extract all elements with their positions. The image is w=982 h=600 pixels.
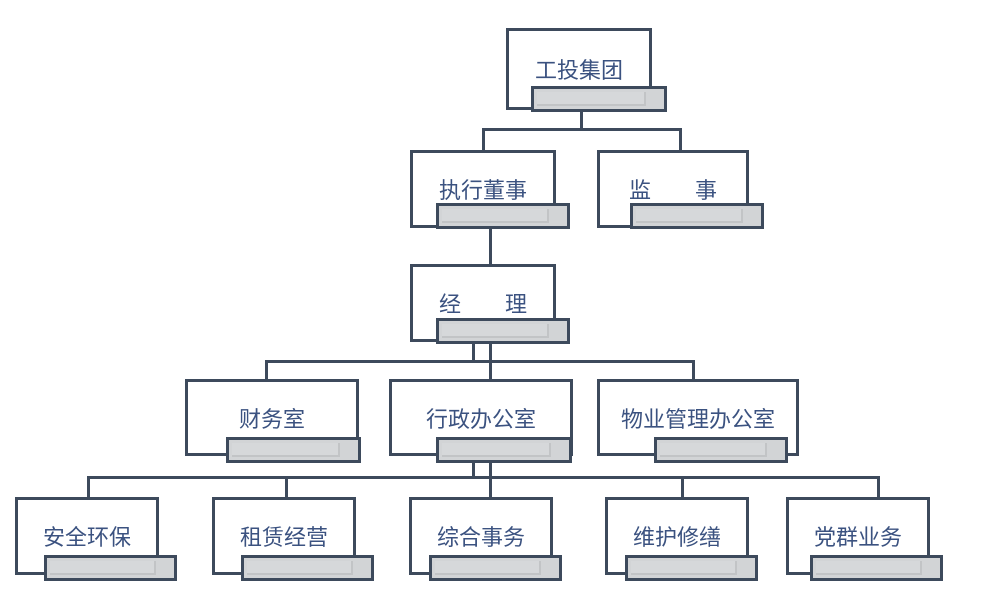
node-manager-label: 经 理 [438,293,527,318]
plate-party-mass-affairs [810,555,943,581]
connector-to-finance-office [265,360,268,382]
node-property-management-office-label: 物业管理办公室 [620,407,775,433]
connector-to-maintenance-repair [681,476,684,498]
plate-leasing-operations [241,555,374,581]
node-finance-office-label: 财务室 [238,407,305,433]
connector-level4-distributor [265,360,695,363]
connector-manager-down [472,340,475,362]
plate-general-affairs [429,555,562,581]
connector-to-supervisor [679,128,682,153]
node-maintenance-repair-label: 维护修缮 [632,526,721,551]
node-supervisor-label: 监 事 [628,179,717,204]
plate-manager-inner [442,324,549,338]
plate-group [531,86,667,112]
plate-group-inner [537,92,646,106]
plate-property-management-office [654,437,788,463]
plate-maintenance-repair [625,555,758,581]
connector-level2-distributor [482,128,682,131]
plate-admin-office [436,437,572,463]
plate-finance-office-inner [232,443,340,457]
plate-supervisor [630,203,764,229]
plate-party-mass-affairs-inner [816,561,922,575]
plate-supervisor-inner [636,209,743,223]
plate-safety-environment-inner [50,561,156,575]
plate-admin-office-inner [442,443,551,457]
connector-to-property-office [692,360,695,382]
node-safety-environment-label: 安全环保 [42,526,131,551]
connector-to-leasing-operations [285,476,288,498]
connector-executive-director-to-manager [489,226,492,266]
plate-executive-director-inner [442,209,549,223]
connector-level5-distributor [87,476,880,479]
plate-finance-office [226,437,361,463]
node-leasing-operations-label: 租赁经营 [239,526,328,551]
plate-leasing-operations-inner [247,561,353,575]
connector-group-down [580,110,583,130]
plate-maintenance-repair-inner [631,561,737,575]
connector-to-safety-environment [87,476,90,498]
node-general-affairs-label: 综合事务 [436,526,525,551]
plate-executive-director [436,203,570,229]
plate-property-management-office-inner [660,443,767,457]
connector-to-party-mass-affairs [877,476,880,498]
plate-safety-environment [44,555,177,581]
node-group-label: 工投集团 [534,59,623,84]
plate-general-affairs-inner [435,561,541,575]
plate-manager [436,318,570,344]
connector-to-executive-director [482,128,485,153]
connector-admin-office-down-center [489,440,492,498]
node-admin-office-label: 行政办公室 [425,407,536,433]
node-executive-director-label: 执行董事 [438,179,527,204]
node-party-mass-affairs-label: 党群业务 [813,526,902,551]
